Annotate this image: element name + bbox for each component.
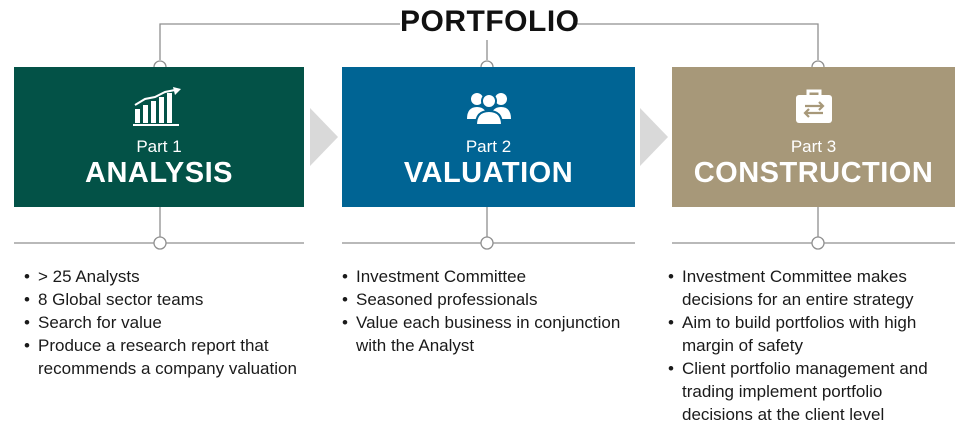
bullet-item: > 25 Analysts xyxy=(24,265,314,288)
stage-heading: ANALYSIS xyxy=(85,157,233,189)
bar-chart-growth-icon xyxy=(133,87,181,126)
construction-panel: Part 3 CONSTRUCTION xyxy=(672,67,955,207)
bullet-item: Client portfolio management and trading … xyxy=(668,357,950,426)
bullet-item: Search for value xyxy=(24,311,314,334)
valuation-bullet-list: Investment Committee Seasoned profession… xyxy=(342,265,642,357)
bullet-item: Seasoned professionals xyxy=(342,288,642,311)
people-group-icon xyxy=(466,93,511,126)
bullet-item: Investment Committee xyxy=(342,265,642,288)
chevron-right-icon xyxy=(310,108,338,166)
analysis-bullet-list: > 25 Analysts 8 Global sector teams Sear… xyxy=(24,265,314,380)
bullet-item: Investment Committee makes decisions for… xyxy=(668,265,950,311)
portfolio-title: PORTFOLIO xyxy=(400,4,580,40)
briefcase-exchange-icon xyxy=(795,89,832,123)
bullet-item: 8 Global sector teams xyxy=(24,288,314,311)
connector-node xyxy=(811,236,825,250)
bullet-item: Produce a research report that recommend… xyxy=(24,334,314,380)
valuation-panel: Part 2 VALUATION xyxy=(342,67,635,207)
connector-node xyxy=(153,236,167,250)
chevron-right-icon xyxy=(640,108,668,166)
bullet-item: Aim to build portfolios with high margin… xyxy=(668,311,950,357)
part-label: Part 2 xyxy=(465,137,512,156)
connector-node xyxy=(480,236,494,250)
part-label: Part 1 xyxy=(136,137,182,156)
construction-bullet-list: Investment Committee makes decisions for… xyxy=(668,265,950,426)
bullet-item: Value each business in conjunction with … xyxy=(342,311,642,357)
analysis-panel: Part 1 ANALYSIS xyxy=(14,67,304,207)
stage-heading: VALUATION xyxy=(403,157,574,189)
part-label: Part 3 xyxy=(790,137,837,156)
stage-heading: CONSTRUCTION xyxy=(693,157,934,189)
